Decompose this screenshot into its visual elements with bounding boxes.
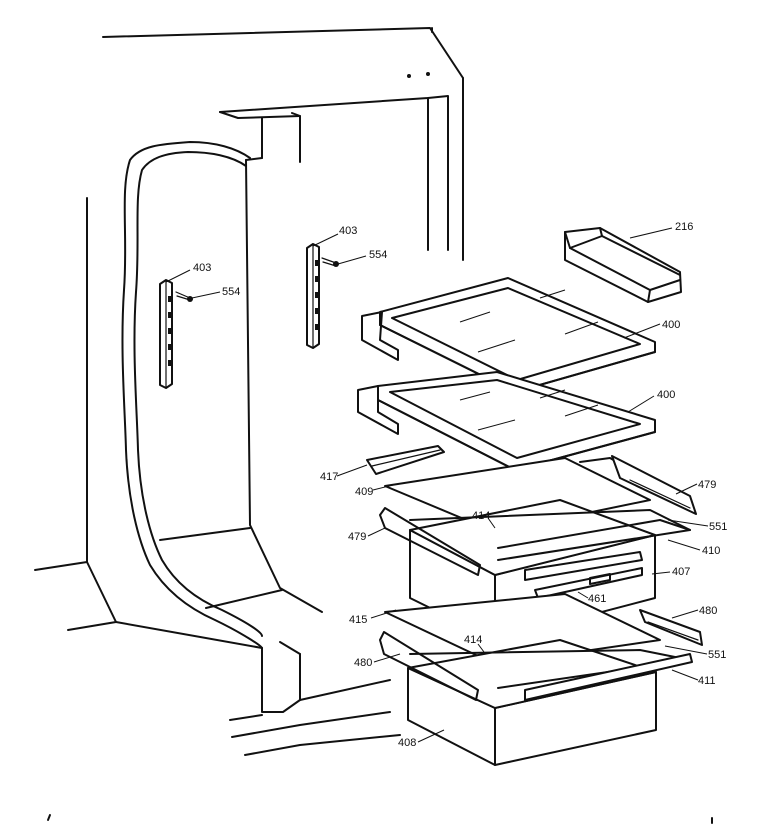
crisper-drawer-upper [379,499,691,641]
callout-414-upper: 414 [472,510,490,522]
screw-right [321,257,339,267]
rail-left-upper [366,445,445,475]
callout-labels: 403 554 403 554 216 400 400 417 409 479 … [193,221,727,749]
callout-417: 417 [320,471,338,483]
storage-bin [564,227,682,303]
screw-left [175,291,193,302]
callout-461: 461 [588,593,606,605]
shelf-support-right [306,243,320,349]
callout-409: 409 [355,486,373,498]
callout-554-right: 554 [369,249,387,261]
crisper-cover-lower [384,593,661,665]
callout-400-upper: 400 [662,319,680,331]
callout-415: 415 [349,614,367,626]
callout-551-upper: 551 [709,521,727,533]
shelf-support-left [159,279,173,389]
callout-554-left: 554 [222,286,240,298]
callout-551-lower: 551 [708,649,726,661]
leader-lines [165,227,709,743]
callout-479-left: 479 [348,531,366,543]
callout-403-right: 403 [339,225,357,237]
callout-480-right: 480 [699,605,717,617]
crisper-drawer-lower [379,631,693,766]
callout-411: 411 [698,675,716,687]
rail-right-upper [611,455,697,515]
cabinet-outline [34,27,713,824]
callout-414-lower: 414 [464,634,482,646]
callout-216: 216 [675,221,693,233]
callout-408: 408 [398,737,416,749]
callout-400-lower: 400 [657,389,675,401]
callout-407: 407 [672,566,690,578]
glass-shelf-lower [357,371,656,471]
callout-480-left: 480 [354,657,372,669]
callout-479-right: 479 [698,479,716,491]
rail-right-lower [639,609,703,646]
callout-410: 410 [702,545,720,557]
callout-403-left: 403 [193,262,211,274]
